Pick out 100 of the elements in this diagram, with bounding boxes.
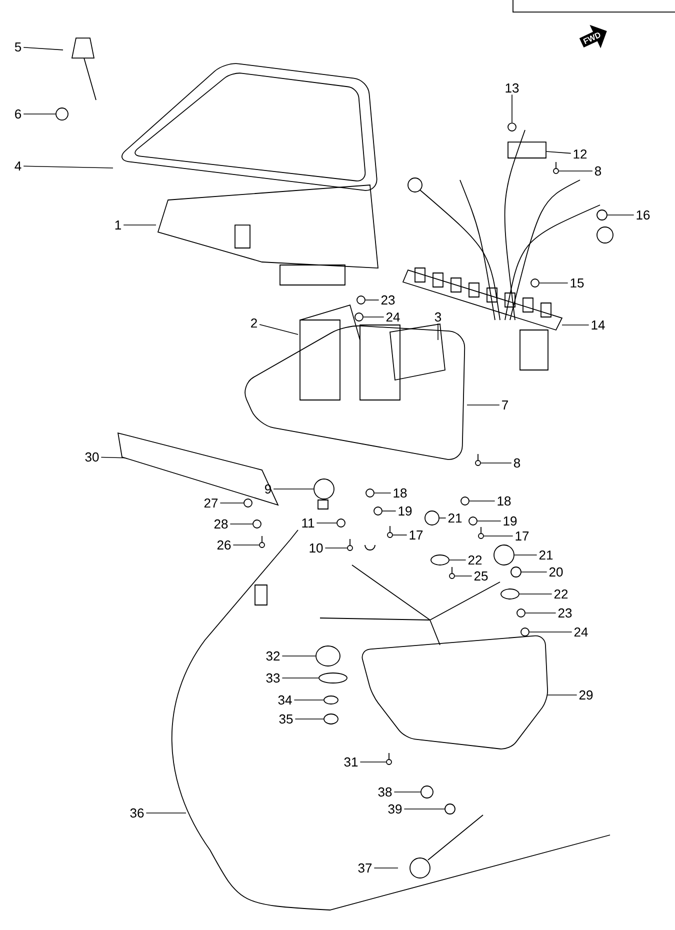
leader-line bbox=[477, 520, 502, 522]
callout-number: 20 bbox=[549, 567, 563, 577]
nut-drawing bbox=[596, 210, 608, 220]
leader-line bbox=[392, 534, 408, 536]
callout-number: 17 bbox=[410, 530, 423, 540]
washer-drawing bbox=[430, 554, 450, 566]
leader-line bbox=[469, 500, 496, 502]
callout-number: 17 bbox=[516, 532, 529, 540]
callout-number: 11 bbox=[302, 518, 314, 528]
callout-number: 25 bbox=[474, 571, 488, 581]
leader-line bbox=[23, 46, 64, 50]
callout-number: 37 bbox=[358, 863, 372, 873]
callout-number: 21 bbox=[448, 513, 462, 523]
nut-drawing bbox=[494, 544, 514, 566]
nut-drawing bbox=[520, 628, 530, 636]
screw-drawing bbox=[387, 526, 393, 538]
leader-line bbox=[525, 612, 556, 614]
nut-drawing bbox=[444, 804, 456, 814]
callout-number: 8 bbox=[594, 166, 602, 176]
leader-line bbox=[480, 462, 512, 464]
washer-drawing bbox=[324, 714, 338, 724]
callout-number: 6 bbox=[15, 109, 22, 119]
leader-line bbox=[259, 324, 298, 335]
callout-number: 18 bbox=[394, 488, 407, 498]
callout-number: 13 bbox=[506, 83, 519, 93]
nut-drawing bbox=[314, 478, 334, 500]
callout-number: 32 bbox=[266, 651, 280, 661]
callout-number: 16 bbox=[636, 210, 650, 220]
leader-line bbox=[558, 170, 593, 172]
callout-number: 8 bbox=[514, 458, 520, 468]
leader-line bbox=[273, 488, 314, 490]
leader-line bbox=[294, 718, 324, 720]
leader-line bbox=[514, 554, 538, 556]
callout-number: 18 bbox=[498, 496, 511, 506]
washer-drawing bbox=[316, 646, 340, 666]
leader-line bbox=[220, 502, 244, 504]
washer-drawing bbox=[324, 696, 338, 704]
callout-number: 21 bbox=[539, 550, 553, 560]
callout-number: 19 bbox=[398, 506, 412, 516]
screw-drawing bbox=[386, 752, 392, 765]
leader-line bbox=[146, 812, 186, 814]
nut-drawing bbox=[252, 520, 262, 528]
callout-number: 26 bbox=[217, 540, 231, 550]
callout-number: 5 bbox=[14, 42, 22, 52]
nut-drawing bbox=[336, 518, 346, 528]
leader-line bbox=[546, 694, 578, 696]
nut-drawing bbox=[508, 122, 516, 132]
nut-drawing bbox=[530, 278, 540, 288]
screw-drawing bbox=[347, 538, 353, 551]
nut-drawing bbox=[354, 312, 364, 322]
leader-line bbox=[562, 324, 590, 326]
callout-number: 30 bbox=[85, 452, 99, 462]
callout-number: 34 bbox=[278, 695, 292, 705]
leader-line bbox=[374, 492, 392, 494]
callout-number: 33 bbox=[266, 673, 280, 683]
leader-line bbox=[607, 214, 634, 216]
nut-drawing bbox=[366, 488, 374, 498]
callout-number: 12 bbox=[574, 149, 587, 159]
callout-number: 38 bbox=[378, 787, 392, 797]
leader-line bbox=[100, 456, 126, 458]
leader-line bbox=[123, 224, 156, 226]
callout-number: 22 bbox=[554, 589, 568, 599]
nut-drawing bbox=[374, 506, 382, 516]
callout-number: 31 bbox=[344, 757, 358, 767]
callout-number: 27 bbox=[204, 498, 218, 508]
washer-drawing bbox=[318, 672, 348, 684]
screw-drawing bbox=[478, 526, 484, 539]
callout-number: 10 bbox=[310, 543, 323, 553]
callout-number: 29 bbox=[579, 690, 593, 700]
leader-line bbox=[23, 166, 114, 168]
callout-number: 2 bbox=[251, 318, 257, 328]
callout-number: 23 bbox=[381, 295, 395, 305]
callout-number: 22 bbox=[468, 555, 482, 565]
callout-number: 7 bbox=[502, 400, 508, 410]
callout-number: 14 bbox=[592, 320, 605, 330]
leader-line bbox=[539, 282, 568, 284]
callout-number: 39 bbox=[388, 804, 402, 814]
leader-line bbox=[546, 151, 572, 154]
nut-drawing bbox=[56, 108, 68, 120]
terminal-board-drawing bbox=[508, 142, 546, 158]
callout-number: 23 bbox=[558, 608, 572, 618]
nut-drawing bbox=[244, 498, 252, 508]
callout-number: 36 bbox=[130, 808, 144, 818]
callout-number: 35 bbox=[279, 714, 293, 724]
nut-drawing bbox=[516, 608, 526, 618]
screw-drawing bbox=[259, 536, 265, 548]
callout-number: 15 bbox=[570, 278, 584, 288]
leader-line bbox=[363, 316, 384, 318]
callout-number: 3 bbox=[434, 312, 442, 322]
callout-number: 4 bbox=[14, 162, 22, 170]
leader-line bbox=[382, 510, 396, 512]
callout-number: 1 bbox=[115, 220, 121, 230]
nut-drawing bbox=[356, 296, 366, 304]
screw-drawing bbox=[475, 454, 481, 466]
nut-drawing bbox=[424, 510, 440, 526]
callout-number: 24 bbox=[386, 312, 400, 322]
leader-line bbox=[232, 544, 260, 546]
leader-line bbox=[466, 404, 500, 406]
nut-drawing bbox=[420, 786, 434, 798]
nut-drawing bbox=[510, 566, 522, 578]
